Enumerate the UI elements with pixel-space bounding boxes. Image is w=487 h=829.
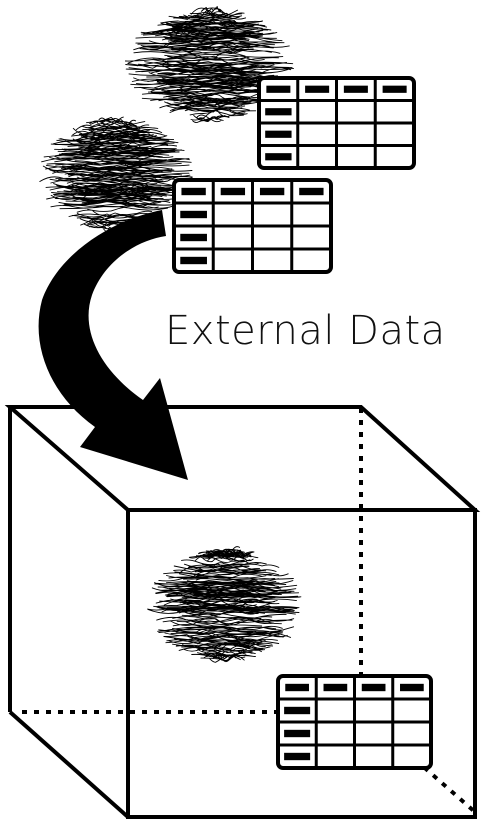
table-header-bar xyxy=(361,683,386,692)
table-header-bar xyxy=(382,85,407,93)
table-header-bar xyxy=(220,187,246,196)
scribble-strokes xyxy=(147,546,302,663)
table-key-bar xyxy=(180,256,207,265)
table-header-bar xyxy=(323,683,348,692)
scribble-strokes xyxy=(39,116,193,234)
cube-outline xyxy=(4,405,481,819)
table-key-bar xyxy=(180,233,207,242)
table-header-bar xyxy=(343,85,368,93)
table-key-bar xyxy=(284,752,311,761)
table-key-bar xyxy=(265,108,292,116)
table-header-bar xyxy=(400,683,424,692)
table-key-bar xyxy=(265,153,292,161)
scribble-cloud-in-box xyxy=(147,546,302,663)
table-header-bar xyxy=(266,85,291,93)
table-key-bar xyxy=(180,210,207,219)
curved-arrow-icon xyxy=(38,210,188,480)
table-header-bar xyxy=(305,85,330,93)
table-header-bar xyxy=(299,187,324,196)
table-key-bar xyxy=(284,706,311,715)
table-key-bar xyxy=(265,130,292,138)
table-header-bar xyxy=(181,187,206,196)
external-data-label: External Data xyxy=(165,308,446,354)
scribble-cloud-top xyxy=(124,5,295,124)
table-in-box xyxy=(276,674,433,770)
scribble-strokes xyxy=(124,5,295,124)
table-header-bar xyxy=(285,683,309,692)
table-middle xyxy=(172,178,333,274)
scribble-cloud-middle xyxy=(39,116,193,234)
table-key-bar xyxy=(284,729,311,738)
table-header-bar xyxy=(259,187,285,196)
table-top xyxy=(257,76,416,170)
